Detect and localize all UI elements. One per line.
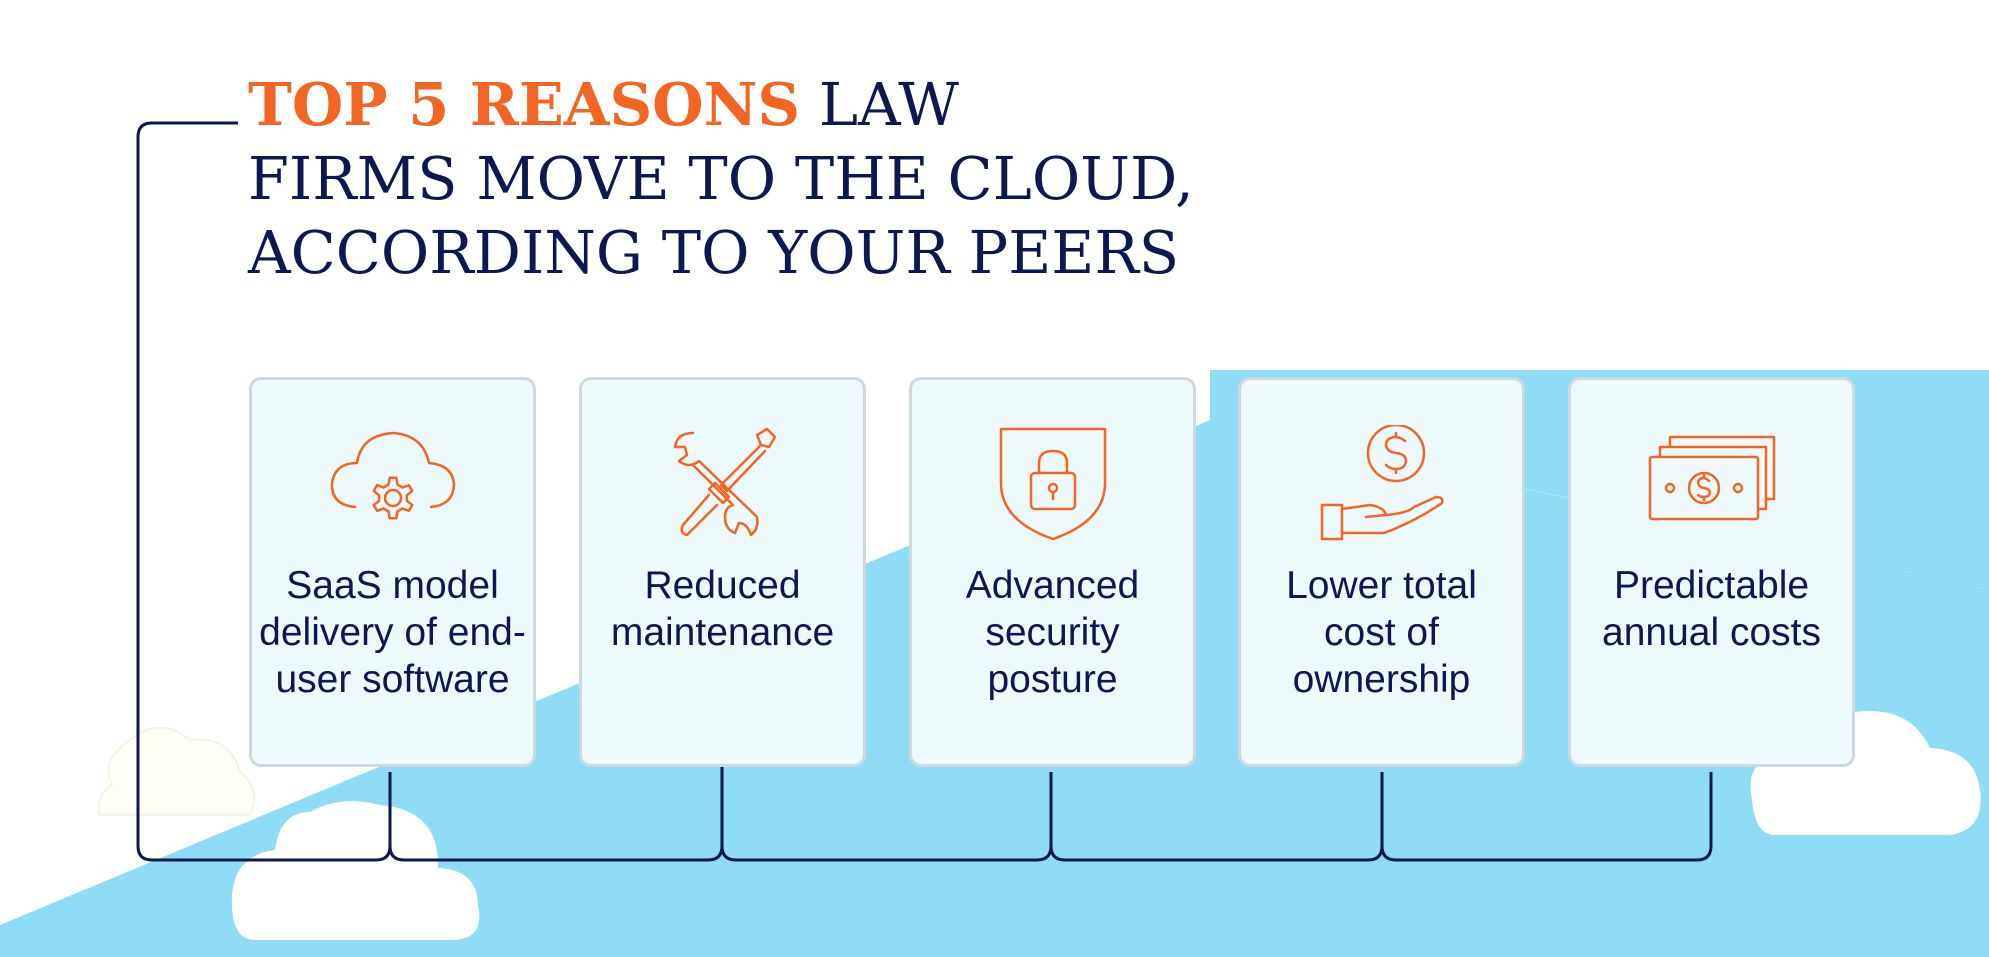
reason-label: Advanced security posture — [965, 564, 1140, 701]
reason-card: Reduced maintenance — [579, 377, 866, 767]
title-line1-rest: LAW — [800, 70, 959, 139]
reason-label: Reduced maintenance — [610, 564, 835, 654]
banknotes-icon — [1648, 435, 1775, 521]
reason-label: Predictable annual costs — [1602, 564, 1821, 654]
connector-4-5 — [1396, 772, 1713, 862]
title-line2: FIRMS MOVE TO THE CLOUD, — [248, 144, 1194, 213]
connector-title — [136, 121, 392, 862]
title-accent: TOP 5 REASONS — [248, 70, 801, 139]
cloud-bottom-left — [231, 801, 480, 940]
reason-card: Advanced security posture — [909, 377, 1196, 767]
title-line3: ACCORDING TO YOUR PEERS — [248, 218, 1180, 287]
shield-lock-icon — [999, 427, 1106, 541]
reason-label: SaaS model delivery of end-user software — [259, 564, 526, 701]
reason-card: SaaS model delivery of end-user software — [249, 377, 536, 767]
connector-1-2 — [388, 758, 737, 862]
hand-coin-icon — [1320, 425, 1444, 541]
cloud-gear-icon — [330, 431, 455, 520]
connector-lines — [136, 121, 1713, 862]
connector-3-4 — [1065, 772, 1397, 862]
reason-card: Lower total cost of ownership — [1238, 377, 1525, 767]
reason-label: Lower total cost of ownership — [1286, 564, 1477, 701]
faint-cloud — [98, 726, 255, 816]
wrench-screwdriver-icon — [673, 427, 776, 537]
reason-card: Predictable annual costs — [1568, 377, 1855, 767]
connector-2-3 — [736, 772, 1066, 862]
